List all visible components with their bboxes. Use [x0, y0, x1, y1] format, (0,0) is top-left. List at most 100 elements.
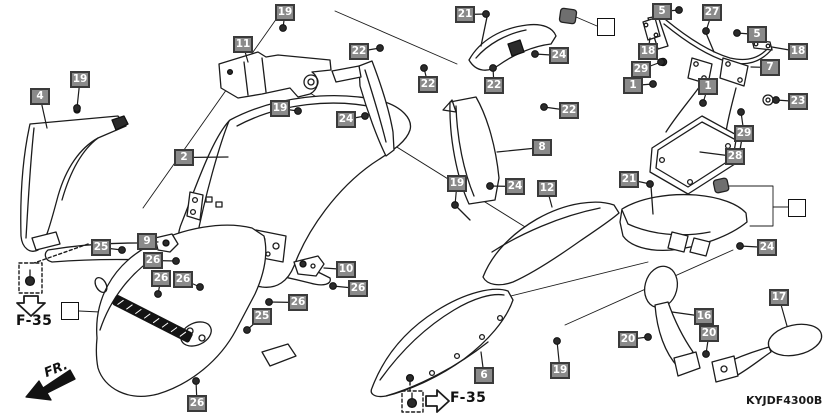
- fastener-icon: [657, 58, 665, 66]
- part-left-middle-cowl: [33, 224, 325, 397]
- part-label-26[interactable]: 26: [288, 294, 308, 311]
- service-ref-left: [16, 262, 46, 317]
- part-label-21[interactable]: 21: [619, 171, 639, 188]
- fastener-icon: [644, 333, 652, 341]
- part-label-24[interactable]: 24: [549, 47, 569, 64]
- part-label-19[interactable]: 19: [447, 175, 467, 192]
- fastener-icon: [118, 246, 126, 254]
- empty-index-box: [61, 302, 79, 320]
- part-label-20[interactable]: 20: [699, 325, 719, 342]
- part-label-21[interactable]: 21: [455, 6, 475, 23]
- empty-index-box: [597, 18, 615, 36]
- fastener-icon: [376, 44, 384, 52]
- part-label-12[interactable]: 12: [537, 180, 557, 197]
- fastener-icon: [196, 283, 204, 291]
- down-arrow-icon: [16, 295, 46, 317]
- part-label-26[interactable]: 26: [187, 395, 207, 412]
- part-upper-bracket: [218, 51, 332, 99]
- empty-index-box: [788, 199, 806, 217]
- part-label-24[interactable]: 24: [505, 178, 525, 195]
- fastener-icon: [420, 64, 428, 72]
- fastener-icon: [733, 29, 741, 37]
- part-label-19[interactable]: 19: [275, 4, 295, 21]
- fastener-icon: [553, 337, 561, 345]
- part-label-4[interactable]: 4: [30, 88, 50, 105]
- fastener-icon: [192, 377, 200, 385]
- fastener-icon: [699, 99, 707, 107]
- part-label-1[interactable]: 1: [698, 78, 718, 95]
- fastener-icon: [489, 64, 497, 72]
- fastener-icon: [243, 326, 251, 334]
- part-label-22[interactable]: 22: [418, 76, 438, 93]
- fastener-icon: [540, 103, 548, 111]
- part-label-20[interactable]: 20: [618, 331, 638, 348]
- fastener-icon: [294, 107, 302, 115]
- part-label-6[interactable]: 6: [474, 367, 494, 384]
- fastener-icon: [772, 96, 780, 104]
- fastener-icon: [482, 10, 490, 18]
- fastener-icon: [265, 298, 273, 306]
- part-label-29[interactable]: 29: [734, 125, 754, 142]
- part-label-11[interactable]: 11: [233, 36, 253, 53]
- fr-arrow-icon: [25, 369, 76, 401]
- part-label-23[interactable]: 23: [788, 93, 808, 110]
- part-label-10[interactable]: 10: [336, 261, 356, 278]
- part-label-26[interactable]: 26: [173, 271, 193, 288]
- fastener-icon: [73, 104, 81, 112]
- part-label-7[interactable]: 7: [760, 59, 780, 76]
- part-label-27[interactable]: 27: [702, 4, 722, 21]
- part-label-1[interactable]: 1: [623, 77, 643, 94]
- part-label-8[interactable]: 8: [532, 139, 552, 156]
- fastener-icon: [531, 50, 539, 58]
- part-label-16[interactable]: 16: [694, 308, 714, 325]
- fastener-icon: [702, 27, 710, 35]
- fastener-icon: [154, 290, 162, 298]
- part-label-24[interactable]: 24: [757, 239, 777, 256]
- part-label-26[interactable]: 26: [143, 252, 163, 269]
- part-mirror-left: [643, 265, 701, 377]
- part-label-22[interactable]: 22: [349, 43, 369, 60]
- fastener-icon: [675, 6, 683, 14]
- part-label-26[interactable]: 26: [348, 280, 368, 297]
- ref-f35-right[interactable]: F-35: [450, 390, 487, 406]
- part-label-26[interactable]: 26: [151, 270, 171, 287]
- part-label-19[interactable]: 19: [270, 100, 290, 117]
- fastener-icon: [649, 80, 657, 88]
- part-label-24[interactable]: 24: [336, 111, 356, 128]
- fastener-icon: [736, 242, 744, 250]
- part-label-25[interactable]: 25: [252, 308, 272, 325]
- diagram-part-code: KYJDF4300B: [746, 394, 823, 407]
- part-label-17[interactable]: 17: [769, 289, 789, 306]
- fastener-icon: [737, 108, 745, 116]
- part-label-25[interactable]: 25: [91, 239, 111, 256]
- service-ref-bottom: [401, 389, 450, 413]
- part-left-air-duct: [20, 106, 129, 252]
- ref-f35-left[interactable]: F-35: [16, 313, 53, 329]
- fastener-icon: [702, 350, 710, 358]
- fastener-icon: [329, 282, 337, 290]
- part-label-22[interactable]: 22: [484, 77, 504, 94]
- part-label-2[interactable]: 2: [174, 149, 194, 166]
- part-right-upper-cowl: [78, 7, 789, 313]
- part-mirror-right: [711, 323, 823, 383]
- part-label-18[interactable]: 18: [788, 43, 808, 60]
- fastener-icon: [172, 257, 180, 265]
- right-arrow-icon: [425, 389, 450, 413]
- part-label-5[interactable]: 5: [747, 26, 767, 43]
- fastener-icon: [486, 182, 494, 190]
- part-label-9[interactable]: 9: [137, 233, 157, 250]
- part-label-28[interactable]: 28: [725, 148, 745, 165]
- part-label-19[interactable]: 19: [70, 71, 90, 88]
- fastener-icon: [279, 24, 287, 32]
- part-label-22[interactable]: 22: [559, 102, 579, 119]
- part-label-19[interactable]: 19: [550, 362, 570, 379]
- part-inner-panel-left: [331, 60, 395, 157]
- fastener-icon: [451, 201, 459, 209]
- part-label-5[interactable]: 5: [652, 3, 672, 20]
- part-label-18[interactable]: 18: [638, 43, 658, 60]
- part-centre-cowl: [456, 201, 620, 286]
- part-label-29[interactable]: 29: [631, 61, 651, 78]
